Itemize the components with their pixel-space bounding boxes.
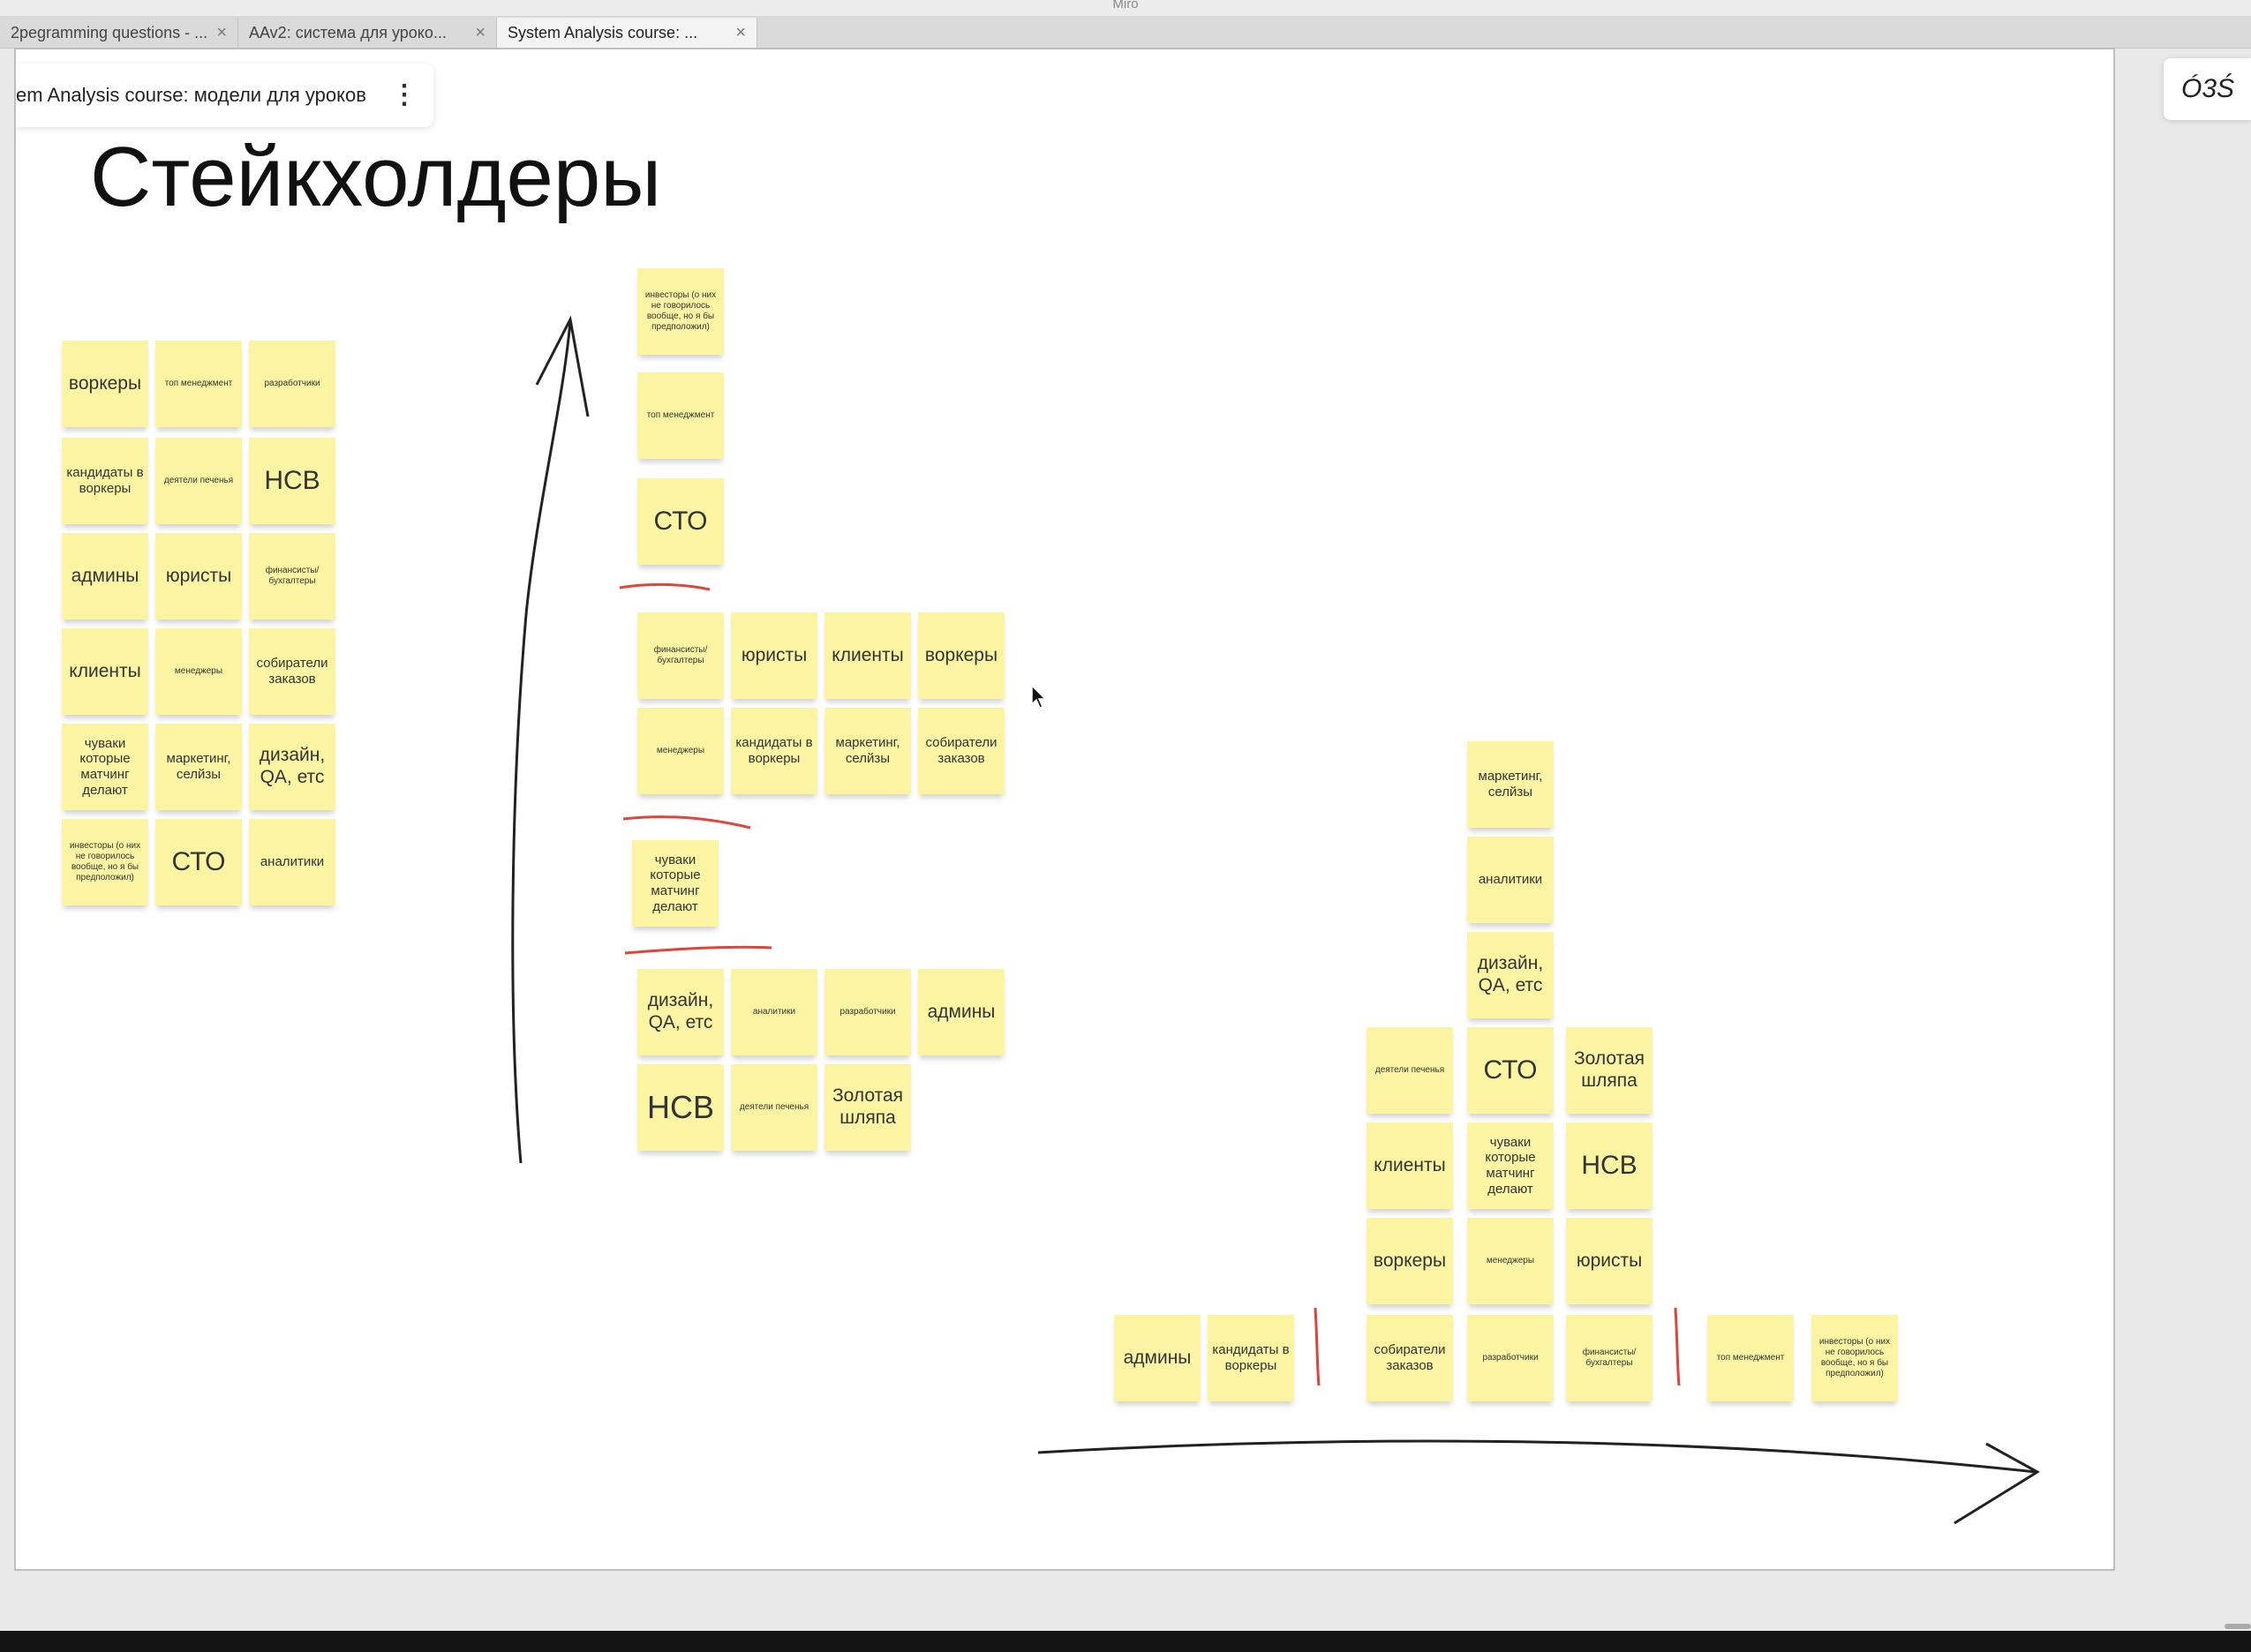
sticky-note[interactable]: дизайн, QA, етс xyxy=(1467,932,1554,1018)
sticky-note[interactable]: НСВ xyxy=(637,1064,724,1151)
tab-programming-questions[interactable]: 2pegramming questions - ... × xyxy=(0,18,238,48)
sticky-note[interactable]: менеджеры xyxy=(637,708,724,794)
sticky-note[interactable]: чуваки которые матчинг делают xyxy=(62,724,148,810)
vertical-arrow-head xyxy=(535,315,590,417)
sticky-note[interactable]: НСВ xyxy=(249,438,335,524)
board-name[interactable]: em Analysis course: модели для уроков xyxy=(16,84,366,106)
sticky-note[interactable]: админы xyxy=(918,969,1005,1055)
board-header: em Analysis course: модели для уроков ⋮ xyxy=(16,64,433,127)
sticky-note[interactable]: собиратели заказов xyxy=(918,708,1005,794)
red-separator xyxy=(624,945,772,955)
sticky-note[interactable]: воркеры xyxy=(1366,1218,1453,1304)
sticky-note[interactable]: аналитики xyxy=(249,819,335,905)
sticky-note[interactable]: аналитики xyxy=(1467,837,1554,923)
sticky-note[interactable]: юристы xyxy=(1566,1218,1652,1304)
sticky-note[interactable]: деятели печенья xyxy=(1366,1027,1453,1114)
sticky-note[interactable]: финансисты/ бухгалтеры xyxy=(637,612,724,699)
sticky-note[interactable]: Золотая шляпа xyxy=(824,1064,911,1151)
tab-system-analysis[interactable]: System Analysis course: ... × xyxy=(497,18,757,48)
tab-strip: 2pegramming questions - ... × AAv2: сист… xyxy=(0,16,2251,49)
close-icon[interactable]: × xyxy=(475,22,486,42)
sticky-note[interactable]: воркеры xyxy=(62,341,148,427)
board-canvas[interactable]: em Analysis course: модели для уроков ⋮ … xyxy=(14,48,2115,1571)
red-separator xyxy=(1674,1307,1681,1386)
drawings-layer xyxy=(511,315,2040,1525)
sticky-note[interactable]: деятели печенья xyxy=(731,1064,817,1151)
collaborators-panel[interactable]: Ó3Ś xyxy=(2164,58,2251,120)
sticky-note[interactable]: собиратели заказов xyxy=(1366,1315,1453,1401)
sticky-note[interactable]: инвесторы (о них не говорилось вообще, н… xyxy=(1811,1315,1898,1401)
sticky-note[interactable]: менеджеры xyxy=(155,628,242,715)
sticky-note[interactable]: дизайн, QA, етс xyxy=(249,724,335,810)
sticky-note[interactable]: собиратели заказов xyxy=(249,628,335,715)
mouse-cursor-icon xyxy=(1031,685,1047,709)
sticky-note[interactable]: СТО xyxy=(637,478,724,565)
red-separator xyxy=(622,815,751,830)
sticky-note[interactable]: инвесторы (о них не говорилось вообще, н… xyxy=(62,819,148,905)
tab-label: 2pegramming questions - ... xyxy=(11,23,208,41)
tab-label: AAv2: система для уроко... xyxy=(249,23,447,41)
kebab-menu-icon[interactable]: ⋮ xyxy=(390,80,418,109)
sticky-note[interactable]: финансисты/ бухгалтеры xyxy=(249,533,335,620)
window-title: Miro xyxy=(0,0,2251,16)
sticky-note[interactable]: топ менеджмент xyxy=(1707,1315,1794,1401)
sticky-note[interactable]: финансисты/ бухгалтеры xyxy=(1566,1315,1652,1401)
sticky-note[interactable]: юристы xyxy=(155,533,242,620)
horizontal-arrow-line xyxy=(1037,1439,2036,1474)
sticky-note[interactable]: инвесторы (о них не говорилось вообще, н… xyxy=(637,268,724,355)
tab-label: System Analysis course: ... xyxy=(508,23,698,41)
scrollbar-thumb[interactable] xyxy=(2225,1624,2251,1629)
vertical-arrow-line xyxy=(511,320,572,1164)
sticky-note[interactable]: Золотая шляпа xyxy=(1566,1027,1652,1114)
sticky-note[interactable]: админы xyxy=(1114,1315,1201,1401)
collaborators-icon: Ó3Ś xyxy=(2180,74,2235,103)
sticky-note[interactable]: кандидаты в воркеры xyxy=(731,708,817,794)
sticky-note[interactable]: клиенты xyxy=(824,612,911,699)
sticky-note[interactable]: СТО xyxy=(155,819,242,905)
sticky-note[interactable]: маркетинг, селйзы xyxy=(1467,741,1554,828)
sticky-note[interactable]: СТО xyxy=(1467,1027,1554,1114)
sticky-note[interactable]: чуваки которые матчинг делают xyxy=(632,840,719,927)
frame-title: Стейкхолдеры xyxy=(90,130,662,224)
red-separator xyxy=(1314,1307,1321,1386)
horizontal-arrow-head xyxy=(1954,1442,2040,1525)
red-separator xyxy=(619,582,711,591)
sticky-note[interactable]: разработчики xyxy=(249,341,335,427)
sticky-note[interactable]: клиенты xyxy=(62,628,148,715)
sticky-note[interactable]: кандидаты в воркеры xyxy=(62,438,148,524)
bottom-bar xyxy=(0,1631,2251,1652)
sticky-note[interactable]: менеджеры xyxy=(1467,1218,1554,1304)
sticky-note[interactable]: маркетинг, селйзы xyxy=(824,708,911,794)
sticky-note[interactable]: админы xyxy=(62,533,148,620)
sticky-note[interactable]: топ менеджмент xyxy=(155,341,242,427)
sticky-note[interactable]: аналитики xyxy=(731,969,817,1055)
sticky-note[interactable]: разработчики xyxy=(1467,1315,1554,1401)
sticky-note[interactable]: деятели печенья xyxy=(155,438,242,524)
sticky-note[interactable]: маркетинг, селйзы xyxy=(155,724,242,810)
sticky-note[interactable]: юристы xyxy=(731,612,817,699)
sticky-note[interactable]: кандидаты в воркеры xyxy=(1208,1315,1294,1401)
sticky-note[interactable]: воркеры xyxy=(918,612,1005,699)
tab-aav2[interactable]: AAv2: система для уроко... × xyxy=(238,18,497,48)
sticky-note[interactable]: клиенты xyxy=(1366,1123,1453,1209)
sticky-note[interactable]: дизайн, QA, етс xyxy=(637,969,724,1055)
close-icon[interactable]: × xyxy=(216,22,227,42)
close-icon[interactable]: × xyxy=(735,22,746,42)
sticky-note[interactable]: разработчики xyxy=(824,969,911,1055)
sticky-note[interactable]: НСВ xyxy=(1566,1123,1652,1209)
sticky-note[interactable]: топ менеджмент xyxy=(637,372,724,459)
sticky-note[interactable]: чуваки которые матчинг делают xyxy=(1467,1123,1554,1209)
